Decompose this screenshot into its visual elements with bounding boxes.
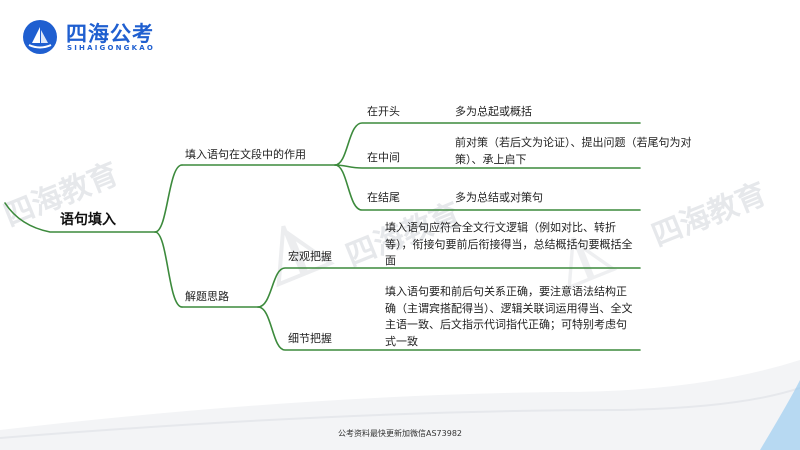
node-in-middle-desc: 前对策（若后文为论证）、提出问题（若尾句为对策）、承上启下 <box>455 136 692 166</box>
sail-logo-icon <box>23 20 57 54</box>
node-at-start-desc: 多为总起或概括 <box>455 105 532 118</box>
node-detail-label: 细节把握 <box>288 332 332 345</box>
footer-note: 公考资料最快更新加微信AS73982 <box>338 429 462 438</box>
node-at-start-label: 在开头 <box>367 105 400 118</box>
node-macro-label: 宏观把握 <box>288 250 332 263</box>
brand-logo: 四海公考 SIHAIGONGKAO <box>22 17 172 57</box>
branch-approach-label: 解题思路 <box>185 290 229 303</box>
node-in-middle-label: 在中间 <box>367 151 400 164</box>
logo-title: 四海公考 <box>66 22 154 46</box>
branch-role-label: 填入语句在文段中的作用 <box>185 148 306 161</box>
mindmap-root: 语句填入 <box>60 212 116 228</box>
node-at-end-label: 在结尾 <box>367 191 400 204</box>
node-macro-desc: 填入语句应符合全文行文逻辑（例如对比、转折等），衔接句要前后衔接得当，总结概括句… <box>385 221 633 267</box>
node-at-end-desc: 多为总结或对策句 <box>455 191 543 204</box>
logo-subtitle: SIHAIGONGKAO <box>67 44 156 52</box>
node-detail-desc: 填入语句要和前后句关系正确，要注意语法结构正确（主谓宾搭配得当）、逻辑关联词运用… <box>385 285 633 348</box>
